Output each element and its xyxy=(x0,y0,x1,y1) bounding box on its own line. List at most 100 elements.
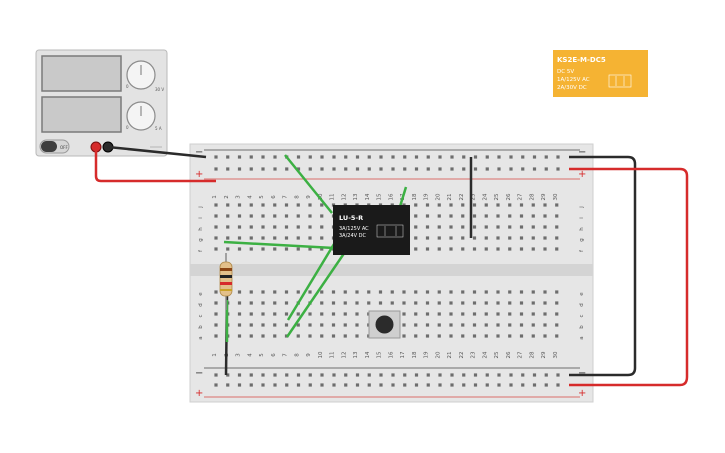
breadboard-hole[interactable] xyxy=(461,203,465,207)
breadboard-hole[interactable] xyxy=(367,290,371,294)
rail-hole[interactable] xyxy=(296,167,301,171)
breadboard-hole[interactable] xyxy=(496,312,500,316)
rail-hole[interactable] xyxy=(226,383,230,387)
rail-hole[interactable] xyxy=(355,383,360,387)
wire-green-4[interactable] xyxy=(285,251,347,338)
breadboard-hole[interactable] xyxy=(555,323,559,327)
rail-hole[interactable] xyxy=(403,155,407,159)
breadboard-hole[interactable] xyxy=(543,301,547,305)
breadboard-hole[interactable] xyxy=(425,323,430,327)
breadboard-hole[interactable] xyxy=(331,323,336,327)
rail-hole[interactable] xyxy=(214,373,218,377)
breadboard-hole[interactable] xyxy=(508,312,512,316)
breadboard-hole[interactable] xyxy=(461,312,465,316)
breadboard-hole[interactable] xyxy=(237,301,242,305)
breadboard-hole[interactable] xyxy=(261,301,265,305)
rail-hole[interactable] xyxy=(509,155,513,159)
breadboard-hole[interactable] xyxy=(543,334,547,338)
breadboard-hole[interactable] xyxy=(531,323,535,327)
breadboard-hole[interactable] xyxy=(543,312,547,316)
breadboard-hole[interactable] xyxy=(237,225,242,229)
rail-hole[interactable] xyxy=(438,167,442,171)
relay-ks2e[interactable]: KS2E-M-DC5 DC 5V 1A/125V AC 2A/30V DC xyxy=(553,50,648,97)
breadboard-hole[interactable] xyxy=(237,203,242,207)
breadboard-hole[interactable] xyxy=(284,312,289,316)
rail-hole[interactable] xyxy=(462,167,466,171)
rail-hole[interactable] xyxy=(249,155,253,159)
rail-hole[interactable] xyxy=(485,167,489,171)
rail-hole[interactable] xyxy=(273,155,277,159)
breadboard-hole[interactable] xyxy=(425,236,430,240)
breadboard-hole[interactable] xyxy=(484,290,488,294)
breadboard-hole[interactable] xyxy=(472,312,477,316)
breadboard-hole[interactable] xyxy=(237,236,242,240)
breadboard-hole[interactable] xyxy=(437,203,441,207)
breadboard-hole[interactable] xyxy=(284,214,289,218)
rail-hole[interactable] xyxy=(273,167,277,171)
rail-hole[interactable] xyxy=(249,383,253,387)
breadboard-hole[interactable] xyxy=(249,203,253,207)
rail-hole[interactable] xyxy=(450,167,454,171)
breadboard-hole[interactable] xyxy=(508,214,512,218)
breadboard-hole[interactable] xyxy=(531,247,535,251)
breadboard-hole[interactable] xyxy=(308,334,312,338)
breadboard-hole[interactable] xyxy=(320,301,324,305)
rail-hole[interactable] xyxy=(320,155,324,159)
breadboard-hole[interactable] xyxy=(296,225,300,229)
breadboard-hole[interactable] xyxy=(214,214,218,218)
breadboard-hole[interactable] xyxy=(508,290,512,294)
breadboard-hole[interactable] xyxy=(261,323,265,327)
rail-hole[interactable] xyxy=(261,383,265,387)
breadboard-hole[interactable] xyxy=(355,290,359,294)
rail-hole[interactable] xyxy=(237,167,242,171)
rail-hole[interactable] xyxy=(391,383,395,387)
breadboard-hole[interactable] xyxy=(519,312,524,316)
rail-hole[interactable] xyxy=(521,167,525,171)
rail-hole[interactable] xyxy=(214,383,218,387)
breadboard-hole[interactable] xyxy=(414,290,418,294)
breadboard-hole[interactable] xyxy=(261,334,265,338)
rail-hole[interactable] xyxy=(296,383,301,387)
breadboard-hole[interactable] xyxy=(531,334,535,338)
breadboard-hole[interactable] xyxy=(273,247,277,251)
rail-hole[interactable] xyxy=(261,155,265,159)
rail-hole[interactable] xyxy=(473,373,478,377)
rail-hole[interactable] xyxy=(391,167,395,171)
breadboard-hole[interactable] xyxy=(449,312,453,316)
rail-hole[interactable] xyxy=(450,383,454,387)
breadboard-hole[interactable] xyxy=(214,247,218,251)
breadboard-hole[interactable] xyxy=(261,236,265,240)
rail-hole[interactable] xyxy=(355,167,360,171)
rail-hole[interactable] xyxy=(462,373,466,377)
breadboard-hole[interactable] xyxy=(308,323,312,327)
rail-hole[interactable] xyxy=(379,373,383,377)
rail-hole[interactable] xyxy=(226,167,230,171)
breadboard-hole[interactable] xyxy=(508,247,512,251)
breadboard-hole[interactable] xyxy=(484,214,488,218)
breadboard-hole[interactable] xyxy=(249,323,253,327)
breadboard-hole[interactable] xyxy=(378,301,383,305)
breadboard-hole[interactable] xyxy=(437,214,441,218)
rail-hole[interactable] xyxy=(462,155,466,159)
breadboard-hole[interactable] xyxy=(214,301,218,305)
breadboard-hole[interactable] xyxy=(343,290,347,294)
breadboard-hole[interactable] xyxy=(284,236,289,240)
breadboard-hole[interactable] xyxy=(296,290,300,294)
breadboard-hole[interactable] xyxy=(519,290,524,294)
breadboard-hole[interactable] xyxy=(273,323,277,327)
breadboard-hole[interactable] xyxy=(449,236,453,240)
breadboard-hole[interactable] xyxy=(343,301,347,305)
rail-hole[interactable] xyxy=(485,383,489,387)
breadboard-hole[interactable] xyxy=(273,236,277,240)
breadboard-hole[interactable] xyxy=(214,290,218,294)
breadboard-hole[interactable] xyxy=(237,247,242,251)
breadboard-hole[interactable] xyxy=(484,301,488,305)
breadboard-hole[interactable] xyxy=(437,312,441,316)
breadboard-hole[interactable] xyxy=(425,312,430,316)
rail-hole[interactable] xyxy=(544,383,548,387)
rail-hole[interactable] xyxy=(414,373,419,377)
breadboard-hole[interactable] xyxy=(519,301,524,305)
rail-hole[interactable] xyxy=(344,383,348,387)
breadboard-hole[interactable] xyxy=(472,214,477,218)
rail-hole[interactable] xyxy=(320,373,324,377)
